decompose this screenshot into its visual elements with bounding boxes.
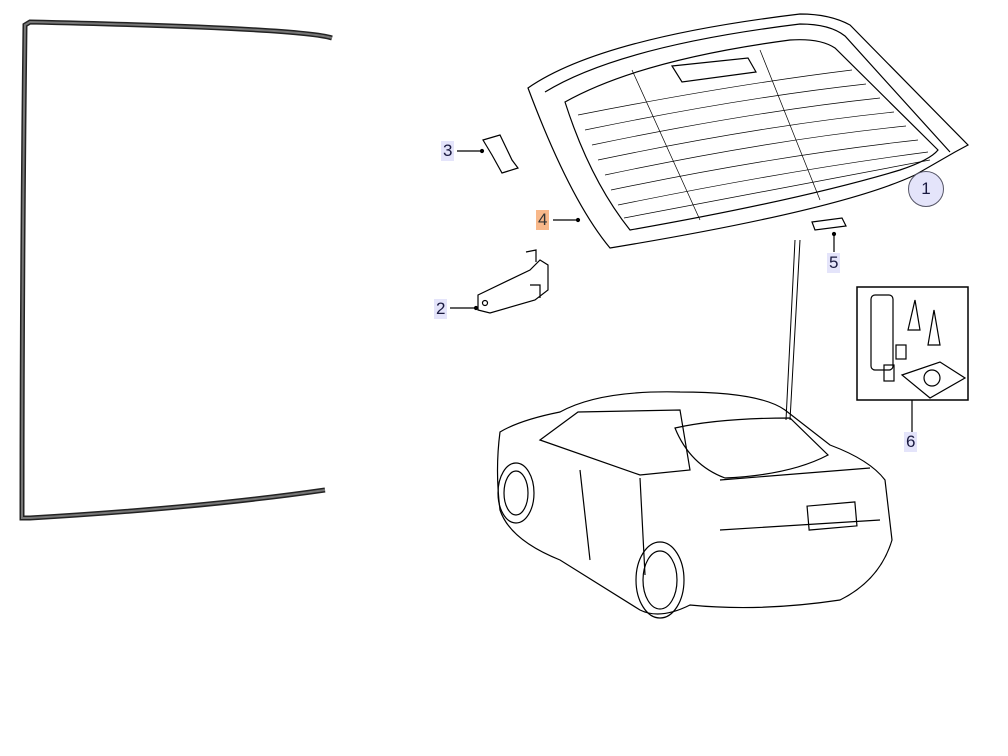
callout-4[interactable]: 4 (536, 210, 550, 230)
callout-3[interactable]: 3 (441, 141, 455, 161)
window-seal-strip (19, 19, 333, 521)
callout-2[interactable]: 2 (434, 299, 448, 319)
car-illustration (496, 391, 893, 619)
bracket-part (450, 249, 549, 314)
pad-part (811, 217, 847, 252)
callout-6[interactable]: 6 (904, 432, 918, 452)
clip-part (457, 134, 519, 174)
rear-window-glass (527, 13, 969, 249)
callout-5[interactable]: 5 (827, 253, 841, 273)
adhesive-kit (856, 286, 969, 432)
callout-1[interactable]: 1 (908, 171, 944, 207)
